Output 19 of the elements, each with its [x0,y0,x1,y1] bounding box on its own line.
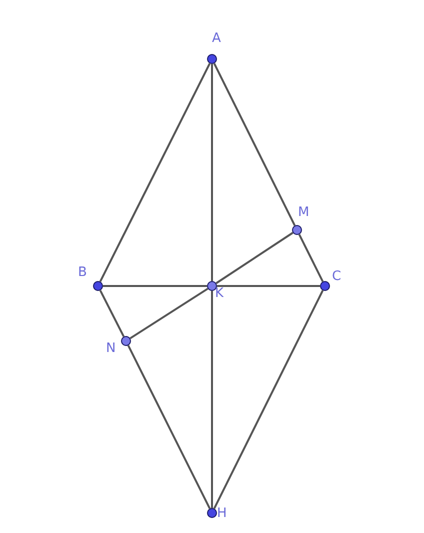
point-label: C [332,270,342,284]
line-segment [217,285,320,287]
line-segment [211,64,213,281]
line-segment [99,63,211,282]
point-label: K [215,287,224,301]
line-segment [211,291,213,508]
line-segment [213,290,324,509]
line-segment [99,290,125,337]
point-label: B [78,266,87,280]
point-label: M [298,206,310,220]
line-segment [298,234,324,282]
point-label: N [106,342,116,356]
line-segment [127,345,211,509]
line-segment [216,232,294,284]
line-segment [130,288,208,340]
point-label: A [212,32,221,46]
line-segment [213,63,296,226]
point-label: H [217,507,227,521]
line-segment [103,285,207,287]
